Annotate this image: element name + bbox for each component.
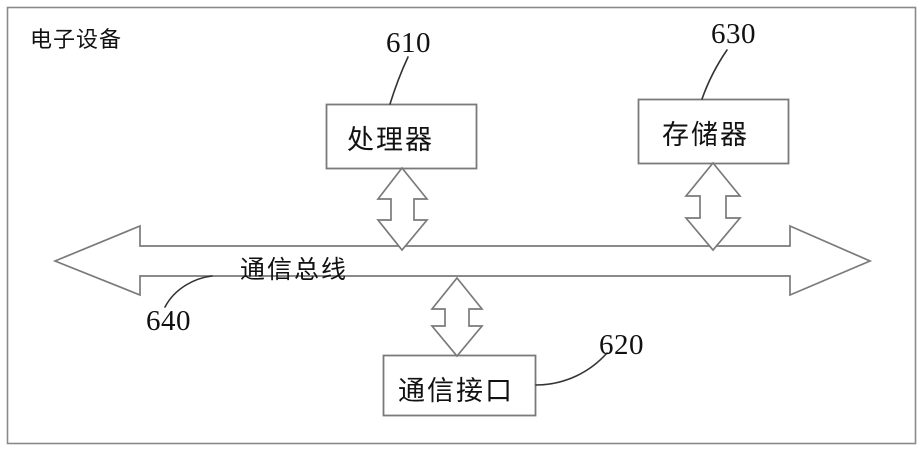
leader-line-630	[701, 49, 728, 100]
memory-bus-connector-arrow	[684, 161, 742, 252]
device-frame	[6, 6, 917, 445]
memory-box	[637, 98, 790, 165]
processor-box	[325, 103, 478, 170]
processor-bus-connector-arrow	[376, 166, 429, 252]
leader-line-610	[389, 56, 409, 105]
bus-interface-connector-arrow	[430, 276, 484, 358]
leader-line-620	[535, 352, 608, 386]
leader-line-640	[164, 275, 213, 308]
communication-interface-box	[382, 354, 537, 417]
communication-bus-arrow	[52, 224, 873, 297]
